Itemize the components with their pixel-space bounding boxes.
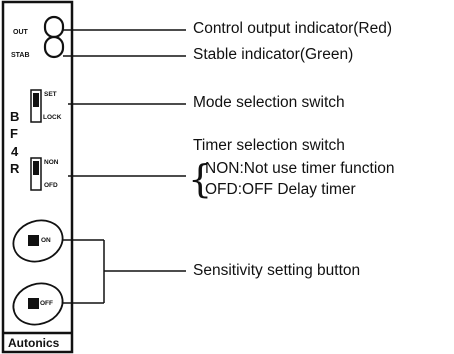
- callout-timer-ofd: OFD:OFF Delay timer: [205, 181, 356, 198]
- mode-switch-lock-label: LOCK: [43, 114, 62, 121]
- out-label: OUT: [13, 29, 28, 36]
- sensitivity-on-ring: [12, 219, 64, 263]
- timer-switch-knob: [33, 161, 39, 175]
- model-letter-4: R: [10, 161, 20, 176]
- callout-mode-selection: Mode selection switch: [193, 94, 345, 111]
- callout-control-output: Control output indicator(Red): [193, 20, 393, 37]
- timer-switch-non-label: NON: [44, 159, 59, 166]
- button-off-label: OFF: [40, 300, 53, 307]
- mode-switch-set-label: SET: [44, 91, 57, 98]
- callout-sensitivity: Sensitivity setting button: [193, 262, 361, 279]
- mode-switch-knob: [33, 93, 39, 107]
- callout-stable: Stable indicator(Green): [193, 46, 354, 63]
- timer-switch-ofd-label: OFD: [44, 182, 58, 189]
- sensitivity-off-ring: [12, 282, 64, 326]
- sensitivity-on-button[interactable]: [28, 235, 39, 246]
- button-on-label: ON: [41, 237, 51, 244]
- sensitivity-off-button[interactable]: [28, 298, 39, 309]
- timer-options-brace: {: [188, 157, 213, 201]
- model-letter-2: F: [10, 126, 18, 141]
- brand-logo: Autonics: [8, 336, 60, 350]
- stable-indicator: [43, 35, 65, 59]
- model-letter-3: 4: [11, 144, 19, 159]
- callout-timer-non: NON:Not use timer function: [205, 160, 395, 177]
- control-output-indicator: [43, 15, 65, 39]
- model-letter-1: B: [10, 109, 20, 124]
- callout-timer-selection: Timer selection switch: [193, 137, 345, 154]
- stab-label: STAB: [11, 52, 30, 59]
